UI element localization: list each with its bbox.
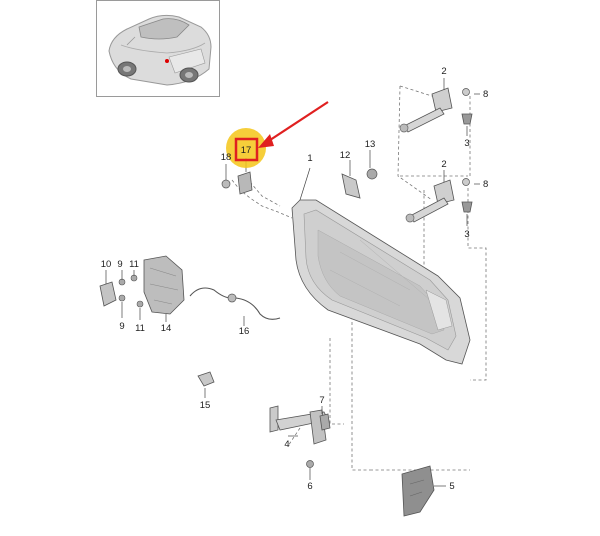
part-18-clip[interactable] (221, 179, 231, 189)
part-14-door-lock[interactable] (143, 255, 185, 315)
part-17-seal-piece[interactable] (237, 171, 253, 195)
callout-7[interactable]: 7 (319, 395, 324, 406)
callout-3[interactable]: 3 (464, 138, 469, 149)
callout-13[interactable]: 13 (365, 139, 376, 150)
callout-15[interactable]: 15 (200, 400, 211, 411)
part-2-upper-hinge[interactable] (399, 87, 453, 133)
highlight-arrow (263, 101, 329, 145)
part-9-screw-lower[interactable] (118, 294, 126, 302)
part-1-door-panel[interactable] (291, 199, 471, 365)
part-12-bracket[interactable] (341, 173, 361, 199)
part-3-screw-upper[interactable] (461, 113, 473, 125)
callout-1[interactable]: 1 (307, 153, 312, 164)
part-6-screw[interactable] (306, 460, 314, 468)
callout-8[interactable]: 8 (483, 179, 488, 190)
part-11-screw-lower[interactable] (136, 300, 144, 308)
callout-17[interactable]: 17 (241, 145, 252, 156)
vehicle-thumbnail[interactable] (96, 0, 220, 97)
car-thumbnail-icon (108, 14, 212, 86)
part-4-door-check[interactable] (269, 405, 329, 445)
part-2-lower-hinge[interactable] (405, 179, 455, 223)
callout-2[interactable]: 2 (441, 159, 446, 170)
part-16-cable[interactable] (189, 287, 281, 320)
callout-4[interactable]: 4 (284, 439, 289, 450)
callout-11[interactable]: 11 (135, 323, 145, 334)
callout-2[interactable]: 2 (441, 66, 446, 77)
part-3-screw-lower[interactable] (461, 201, 473, 213)
part-10-cover[interactable] (99, 281, 117, 307)
callout-5[interactable]: 5 (449, 481, 454, 492)
highlight-box (234, 137, 259, 162)
callout-6[interactable]: 6 (307, 481, 312, 492)
part-13-bolt[interactable] (366, 168, 378, 180)
callout-18[interactable]: 18 (221, 152, 232, 163)
part-8-bolt-upper[interactable] (462, 88, 470, 96)
part-15-clip[interactable] (197, 371, 215, 387)
part-5-trim-bracket[interactable] (401, 465, 435, 517)
part-7-bolt[interactable] (319, 413, 331, 431)
callout-16[interactable]: 16 (239, 326, 250, 337)
highlight-target-17 (226, 101, 329, 168)
arrow-head-icon (258, 134, 274, 148)
callout-12[interactable]: 12 (340, 150, 351, 161)
part-8-bolt-lower[interactable] (462, 178, 470, 186)
callout-8[interactable]: 8 (483, 89, 488, 100)
callout-labels: 2 2 8 8 3 3 1 12 13 18 17 10 9 11 9 11 1… (101, 66, 489, 492)
callout-9[interactable]: 9 (117, 259, 122, 270)
callout-11[interactable]: 11 (129, 259, 139, 270)
callout-10[interactable]: 10 (101, 259, 112, 270)
callout-3[interactable]: 3 (464, 229, 469, 240)
callout-14[interactable]: 14 (161, 323, 172, 334)
callout-9[interactable]: 9 (119, 321, 124, 332)
